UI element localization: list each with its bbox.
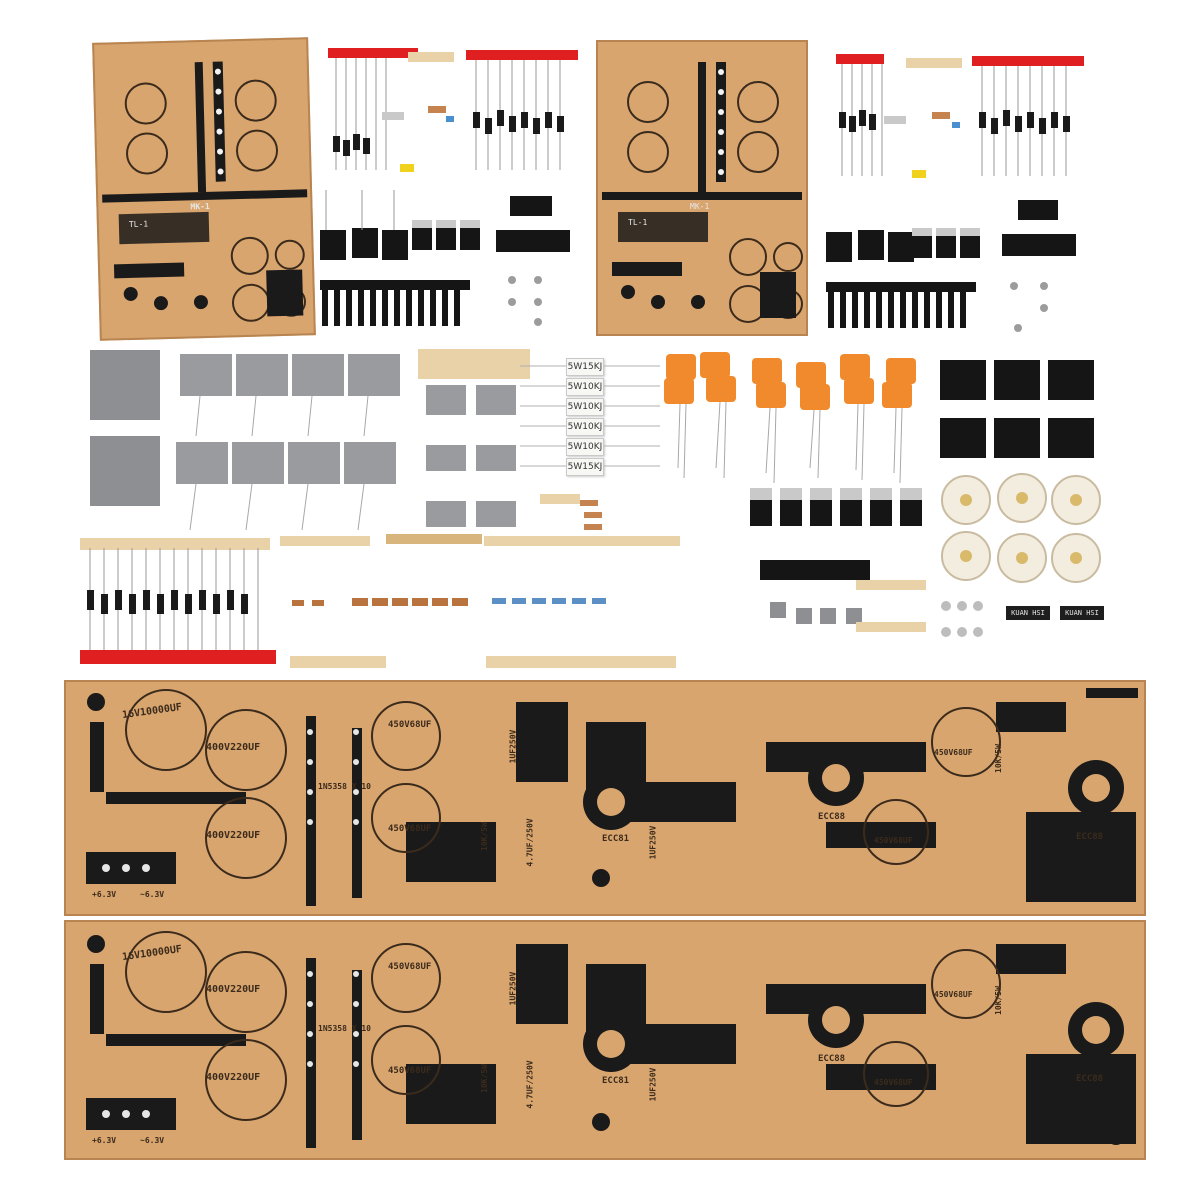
- wirewound-resistor: 5W10KJ: [566, 438, 604, 456]
- silk-diodes: 1N5358 X 10: [318, 782, 371, 791]
- psu-board-traces: [602, 62, 803, 323]
- silk-cap-450a: 450V68UF: [388, 720, 432, 730]
- psu-fuse-label: MK-1: [190, 201, 210, 212]
- psu-board: MK-1 TL-1: [596, 40, 808, 336]
- silk-tube-3: ECC88: [1076, 1074, 1104, 1084]
- silk-cap-450c: 450V68UF: [934, 990, 973, 999]
- silk-res-10k-b: 10K/5W: [993, 744, 1003, 773]
- silk-cap-450b: 450V68UF: [388, 824, 432, 834]
- silk-cap-450b: 450V68UF: [388, 1066, 432, 1076]
- psu-board-traces: [102, 61, 308, 322]
- silk-cap-450d: 450V68UF: [874, 836, 913, 845]
- film-capacitors: [90, 350, 400, 531]
- silk-input-left: +6.3V: [92, 1136, 117, 1145]
- wirewound-resistor: 5W10KJ: [566, 418, 604, 436]
- silk-cap-400b: 400V220UF: [206, 830, 261, 841]
- resistor-diode-strip: [80, 494, 926, 668]
- silk-cap-400b: 400V220UF: [206, 1072, 261, 1083]
- tube-heatsinks: [940, 360, 1094, 458]
- psu-board: MK-1 TL-1: [92, 37, 316, 341]
- wirewound-resistor: 5W10KJ: [566, 378, 604, 396]
- silk-film-cap-3: 1UF250V: [648, 825, 658, 860]
- silk-tube-3: ECC88: [1076, 832, 1104, 842]
- silk-cap-450a: 450V68UF: [388, 962, 432, 972]
- small-film-caps: [418, 349, 530, 527]
- silk-film-cap-2: 4.7UF/250V: [525, 818, 535, 867]
- psu-fuse-label: MK-1: [690, 202, 710, 211]
- amp-board-traces: [86, 688, 1138, 906]
- silk-tube-2: ECC88: [818, 1054, 846, 1064]
- psu-chip-label: TL-1: [128, 219, 149, 229]
- silk-input-right: ~6.3V: [140, 1136, 165, 1145]
- silk-film-cap-2: 4.7UF/250V: [525, 1060, 535, 1109]
- resistor-leads: [520, 365, 660, 467]
- silk-diodes: 1N5358 X 10: [318, 1024, 371, 1033]
- screws: [941, 601, 983, 637]
- silk-film-cap-1: 1UF250V: [508, 971, 518, 1006]
- ic-chip-label: KUAN HSI: [1060, 606, 1104, 620]
- amp-board-traces: [86, 931, 1136, 1148]
- silk-res-10k-b: 10K/5W: [993, 986, 1003, 1015]
- psu-chip-label: TL-1: [628, 218, 648, 227]
- silk-res-10k: 10K/5W: [479, 822, 489, 851]
- middle-regulators: [750, 488, 922, 580]
- amp-board: 16V10000UF 400V220UF 400V220UF 450V68UF …: [64, 680, 1146, 916]
- silk-cap-450d: 450V68UF: [874, 1078, 913, 1087]
- orange-capacitors: [664, 352, 916, 484]
- silk-cap-400a: 400V220UF: [206, 742, 261, 753]
- silk-input-right: ~6.3V: [140, 890, 165, 899]
- ic-chip-label: KUAN HSI: [1006, 606, 1050, 620]
- top-components-left: [320, 48, 578, 326]
- wirewound-resistor: 5W10KJ: [566, 398, 604, 416]
- tube-sockets: [941, 473, 1101, 583]
- silk-film-cap-3: 1UF250V: [648, 1067, 658, 1102]
- silk-film-cap-1: 1UF250V: [508, 729, 518, 764]
- silk-tube-1: ECC81: [602, 1076, 630, 1086]
- top-components-right: [826, 54, 1084, 332]
- silk-tube-1: ECC81: [602, 834, 630, 844]
- silk-tube-2: ECC88: [818, 812, 846, 822]
- amp-board: 16V10000UF 400V220UF 400V220UF 450V68UF …: [64, 920, 1146, 1160]
- silk-cap-450c: 450V68UF: [934, 748, 973, 757]
- silk-cap-400a: 400V220UF: [206, 984, 261, 995]
- wirewound-resistor: 5W15KJ: [566, 358, 604, 376]
- silk-input-left: +6.3V: [92, 890, 117, 899]
- silk-res-10k: 10K/5W: [479, 1064, 489, 1093]
- wirewound-resistor: 5W15KJ: [566, 458, 604, 476]
